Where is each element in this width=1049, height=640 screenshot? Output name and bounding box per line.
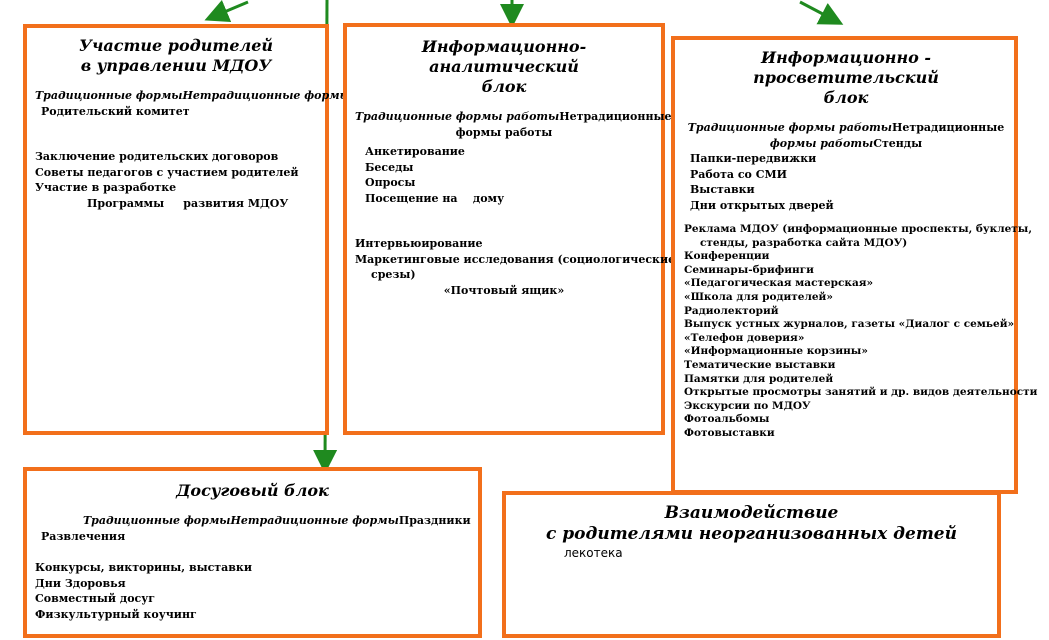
forms-line: Традиционные формыНетрадиционные формыПр… [35, 513, 471, 529]
list-item: Выставки [690, 183, 755, 196]
list-item: «Педагогическая мастерская» [684, 277, 874, 290]
list-item: Работа со СМИ [690, 167, 788, 181]
forms-line-2-italic: формы работы [769, 136, 874, 150]
forms-nontraditional-label: Нетрадиционные [559, 110, 672, 123]
list-item: «Школа для родителей» [684, 290, 833, 303]
leisure-block: Досуговый блок Традиционные формыНетради… [23, 467, 482, 638]
forms-traditional-label: Традиционные формы [83, 514, 231, 527]
forms-line-2: формы работыСтенды [684, 136, 1008, 152]
list-item-cont: стенды, разработка сайта МДОУ) [700, 236, 908, 249]
list-item: Памятки для родителей [684, 372, 834, 385]
list-item: Заключение родительских договоров [35, 150, 279, 163]
list-item: Папки-передвижки [690, 152, 817, 165]
forms-nontraditional-label: Нетрадиционные [891, 121, 1005, 134]
list-item: «Почтовый ящик» [443, 283, 565, 297]
forms-line: Традиционные формыНетрадиционные формы [35, 88, 351, 104]
forms-nontraditional-label: Нетрадиционные формы [230, 514, 399, 527]
forms-traditional-label: Традиционные формы [35, 89, 183, 102]
list-item: Выпуск устных журналов, газеты «Диалог с… [684, 318, 1015, 331]
list-item: Совместный досуг [35, 592, 156, 605]
list-item: Дни Здоровья [35, 576, 126, 590]
forms-traditional-label: Традиционные формы работы [687, 121, 892, 134]
list-item: Конференции [684, 250, 770, 263]
block-title: Информационно - просветительский блок [753, 48, 939, 107]
forms-nontraditional-label: Нетрадиционные формы [182, 89, 351, 102]
list-item: Открытые просмотры занятий и др. видов д… [684, 386, 1038, 399]
arrow-to-parents-block [204, 0, 249, 23]
list-item: Развлечения [41, 529, 126, 543]
block-title: Досуговый блок [176, 481, 329, 500]
block-title: Взаимодействие с родителями неорганизова… [546, 503, 957, 544]
information-educational-block: Информационно - просветительский блок Тр… [671, 36, 1038, 494]
list-item: Опросы [365, 176, 416, 189]
list-item: Участие в разработке [35, 181, 177, 194]
forms-line: Традиционные формы работыНетрадиционные [684, 120, 1008, 136]
list-item: Фотовыставки [684, 426, 775, 439]
list-item: Радиолекторий [684, 304, 779, 317]
parents-management-block: Участие родителей в управлении МДОУ Трад… [23, 24, 351, 435]
list-item: Семинары-брифинги [684, 263, 814, 276]
list-item: лекотека [564, 546, 623, 560]
list-item: Родительский комитет [41, 104, 190, 118]
list-item: «Телефон доверия» [684, 331, 805, 344]
list-item: Реклама МДОУ (информационные проспекты, … [684, 223, 1032, 235]
list-item: Дни открытых дверей [690, 198, 834, 212]
list-item: Программы развития МДОУ [87, 196, 289, 210]
list-item: Фотоальбомы [684, 413, 770, 426]
list-item: Тематические выставки [684, 358, 836, 371]
list-item: «Информационные корзины» [684, 345, 868, 358]
forms-traditional-label: Традиционные формы работы [355, 110, 560, 123]
list-item-cont: срезы) [371, 268, 416, 281]
list-item: Посещение на дому [365, 191, 505, 205]
block-title: Участие родителей в управлении МДОУ [78, 36, 274, 75]
list-item: Интервьюирование [355, 237, 483, 250]
forms-tail: Праздники [398, 514, 471, 527]
list-item: Экскурсии по МДОУ [684, 399, 811, 412]
forms-line: Традиционные формы работыНетрадиционные [355, 109, 672, 125]
forms-line-2-tail: Стенды [873, 136, 923, 150]
list-item: Анкетирование [365, 145, 465, 158]
list-item: Маркетинговые исследования (социологичес… [355, 252, 676, 266]
forms-line-2: формы работы [455, 125, 553, 139]
list-item: Советы педагогов с участием родителей [35, 165, 299, 179]
block-title: Информационно-аналитический блок [421, 37, 587, 96]
list-item: Беседы [365, 160, 414, 174]
unorganized-children-block: Взаимодействие с родителями неорганизова… [502, 491, 1001, 638]
list-item: Конкурсы, викторины, выставки [35, 561, 252, 574]
arrow-to-education-block [799, 0, 844, 25]
list-item: Физкультурный коучинг [35, 607, 197, 621]
information-analytic-block: Информационно-аналитический блок Традици… [343, 23, 676, 435]
